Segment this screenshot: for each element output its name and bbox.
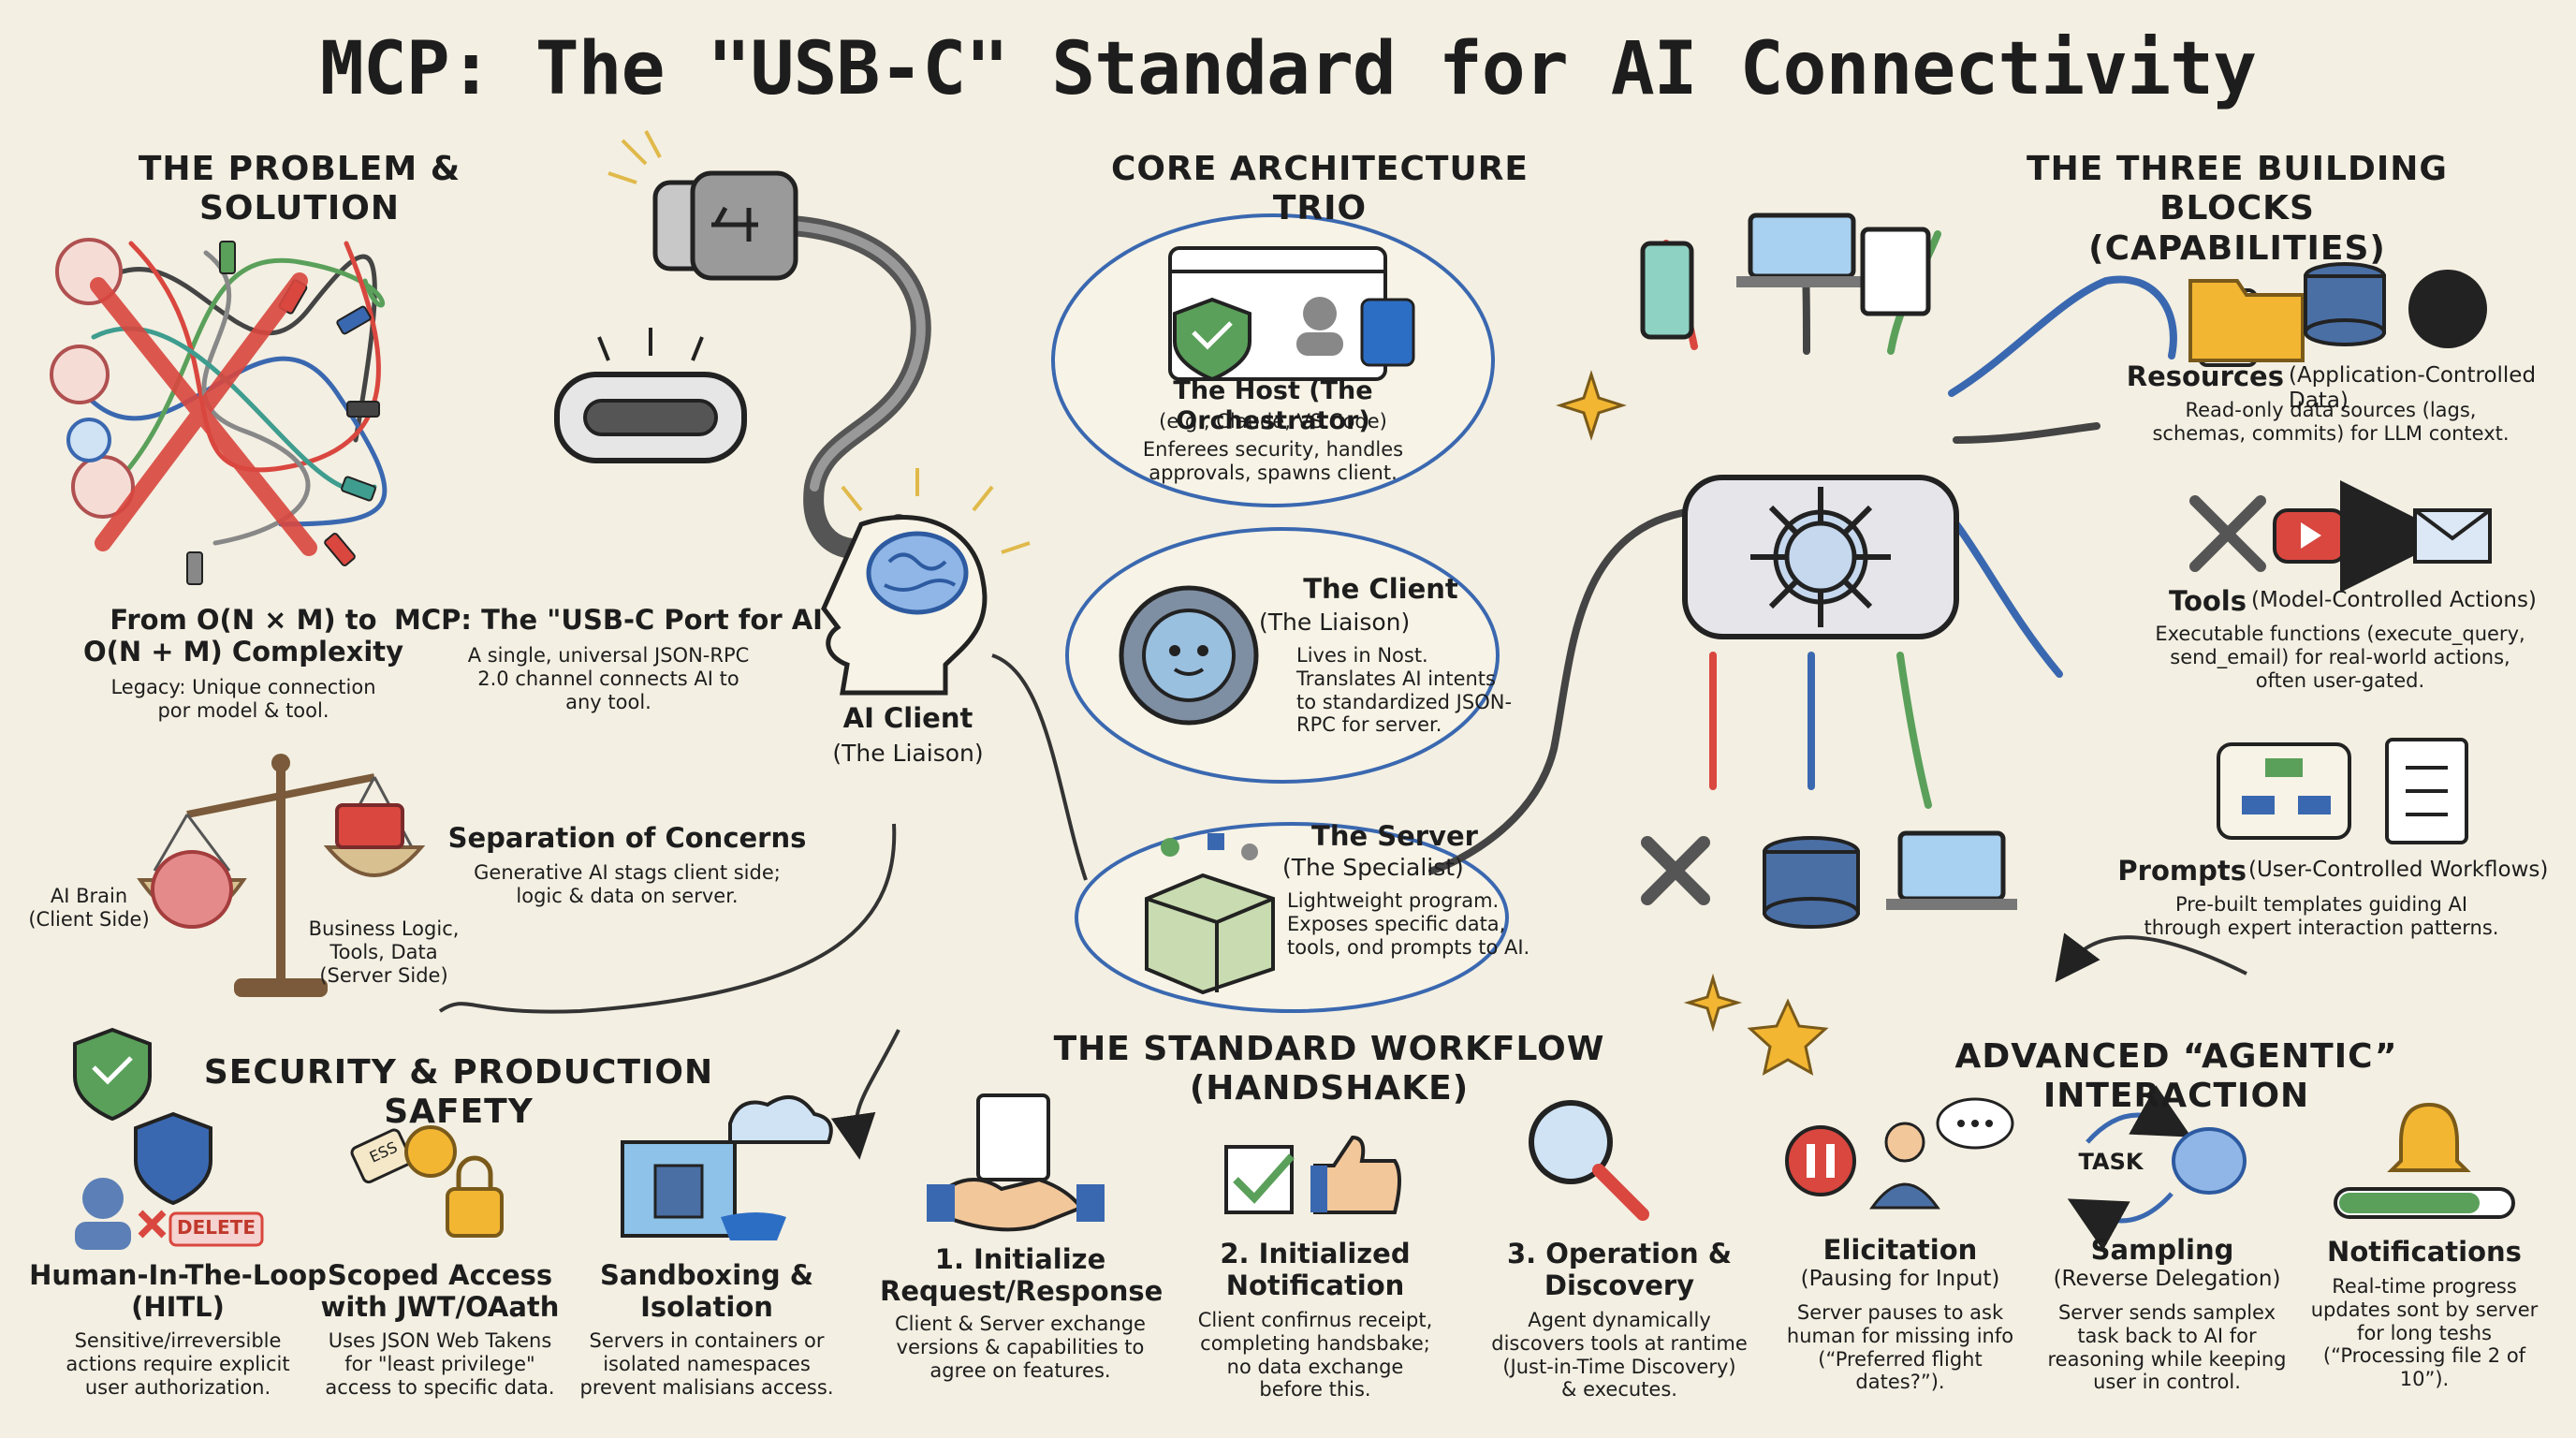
server-sub: (The Specialist) [1282,854,1464,881]
prompts-desc: Pre-built templates guiding AI through e… [2144,893,2499,939]
server-title: The Server [1311,820,1478,852]
ai-client-head-icon [821,468,1031,696]
sandbox-desc: Servers in containers or isolated namesp… [579,1329,834,1399]
client-sub: (The Liaison) [1259,609,1411,636]
host-sub: (e.g., Claude, VS Code) [1159,410,1387,433]
resources-desc: Read-only data sources (lags, schemas, c… [2152,399,2510,445]
usb-c-plug-icon [607,130,931,560]
tools-desc: Executable functions (execute_query, sen… [2155,623,2525,692]
step3-desc: Agent dynamically discovers tools at ran… [1491,1309,1748,1401]
page-title: MCP: The "USB-C" Standard for AI Connect… [319,27,2257,111]
host-window-icon [1168,246,1415,382]
security-icons [73,1027,833,1250]
complexity-title: From O(N × M) to O(N + M) Complexity [82,604,404,668]
ai-client-sub: (The Liaison) [832,740,984,767]
section-blocks-heading: THE THREE BUILDING BLOCKS (CAPABILITIES) [2027,150,2448,268]
business-logic-label: Business Logic, Tools, Data (Server Side… [308,917,460,987]
step1-title: 1. Initialize Request/Response [880,1243,1164,1308]
scoped-title: Scoped Access with JWT/OAath [320,1259,560,1324]
usbc-title: MCP: The "USB-C Port for AI [394,604,823,636]
ai-client-title: AI Client [842,702,973,734]
open-box-icon [1145,833,1275,995]
elicitation-title: Elicitation [1822,1234,1978,1266]
connector-lines [438,653,2247,1160]
prompts-sub: (User-Controlled Workflows) [2248,858,2549,882]
balance-scale-icon [137,754,426,997]
host-desc: Enferees security, handles approvals, sp… [1142,438,1404,484]
task-label: TASK [2078,1149,2144,1175]
resources-title: Resources [2126,360,2284,392]
tools-icons [2189,480,2492,593]
prompts-title: Prompts [2117,855,2247,887]
delete-label: DELETE [177,1216,256,1239]
resources-icons [2188,262,2487,362]
usbc-desc: A single, universal JSON-RPC 2.0 channel… [467,644,750,713]
prompts-icons [2217,738,2468,844]
server-desc: Lightweight program. Exposes specific da… [1287,889,1530,959]
section-workflow-heading: THE STANDARD WORKFLOW (HANDSHAKE) [1053,1030,1605,1108]
elicitation-sub: (Pausing for Input) [1800,1267,2000,1291]
section-problem-heading: THE PROBLEM & SOLUTION [138,150,461,228]
usb-c-port-icon [554,328,747,463]
robot-gear-icon [1119,585,1259,726]
workflow-icons [927,1093,1649,1232]
sampling-sub: (Reverse Delegation) [2053,1267,2281,1291]
sparkle-icons [1556,370,1829,1076]
step3-title: 3. Operation & Discovery [1506,1238,1732,1302]
tools-title: Tools [2169,585,2247,617]
advanced-icons [1785,1085,2515,1251]
section-core-heading: CORE ARCHITECTURE TRIO [1110,150,1530,228]
notifications-title: Notifications [2327,1236,2522,1268]
sampling-desc: Server sends samplex task back to AI for… [2047,1301,2287,1394]
sandbox-title: Sandboxing & Isolation [600,1259,813,1324]
elicitation-desc: Server pauses to ask human for missing i… [1786,1301,2014,1394]
scoped-desc: Uses JSON Web Takens for "least privileg… [325,1329,555,1399]
tangled-cables-icon [50,238,388,585]
tools-sub: (Model-Controlled Actions) [2251,588,2537,612]
client-desc: Lives in Nost. Translates AI intents to … [1296,644,1513,737]
notifications-desc: Real-time progress updates sont by serve… [2310,1275,2539,1391]
soc-title: Separation of Concerns [447,822,807,854]
host-title: The Host (The Orchestrator) [1173,376,1373,435]
sampling-title: Sampling [2090,1234,2234,1266]
section-advanced-heading: ADVANCED “AGENTIC” INTERACTION [1954,1037,2398,1116]
hitl-desc: Sensitive/irreversible actions require e… [66,1329,290,1399]
usb-hub-icon [1428,213,2258,929]
soc-desc: Generative AI stags client side; logic &… [474,861,781,907]
step2-title: 2. Initialized Notification [1220,1238,1411,1302]
complexity-desc: Legacy: Unique connection por model & to… [110,676,376,722]
ai-brain-label: AI Brain (Client Side) [28,885,150,931]
resources-sub: (Application-Controlled Data) [2289,363,2537,414]
client-title: The Client [1303,573,1458,605]
step2-desc: Client confirnus receipt, completing han… [1197,1309,1433,1401]
step1-desc: Client & Server exchange versions & capa… [895,1313,1146,1382]
section-security-heading: SECURITY & PRODUCTION SAFETY [203,1053,714,1132]
hitl-title: Human-In-The-Loop (HITL) [29,1259,327,1324]
